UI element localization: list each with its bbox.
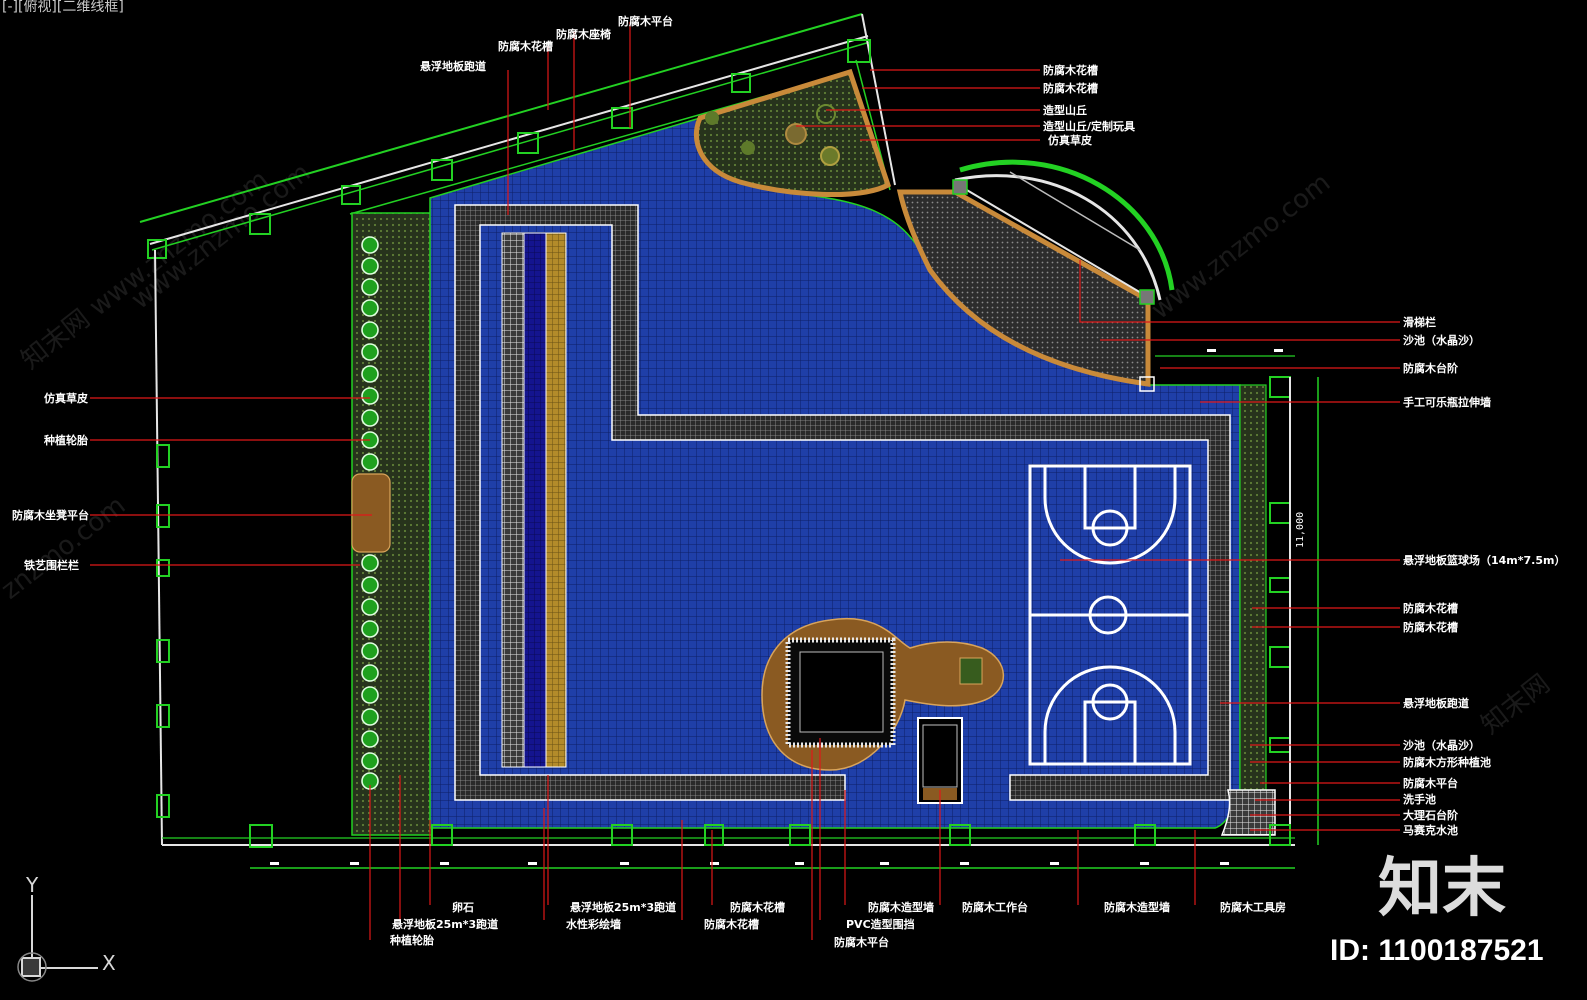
annotation-label: 防腐木工具房	[1220, 900, 1286, 914]
sand-pit-area	[896, 159, 1175, 392]
left-boundary-wall	[154, 249, 1295, 846]
watermark: 知末网 www.znzmo.com	[16, 165, 274, 376]
bottom-dimension-line	[250, 862, 1295, 869]
annotation-label: 防腐木花槽	[730, 900, 785, 914]
viewport-label[interactable]: [-][俯视][二维线框]	[2, 0, 124, 15]
planting-strip	[351, 212, 433, 836]
annotation-label: 防腐木平台	[618, 14, 673, 28]
wood-bench-platform	[351, 473, 391, 553]
annotation-label: 沙池（水晶沙）	[1403, 738, 1480, 752]
basketball-court	[1028, 464, 1192, 766]
annotation-labels: 悬浮地板跑道 防腐木花槽 防腐木座椅 防腐木平台 防腐木花槽 防腐木花槽 造型山…	[12, 14, 1565, 949]
annotation-label: 悬浮地板25m*3跑道	[569, 900, 676, 914]
right-dimension-line: 11,000	[1155, 349, 1319, 845]
annotation-label: 防腐木台阶	[1403, 361, 1459, 375]
annotation-label: 造型山丘	[1043, 103, 1087, 117]
annotation-label: 防腐木造型墙	[868, 900, 934, 914]
annotation-label: 防腐木造型墙	[1104, 900, 1170, 914]
bottom-wall-posts	[249, 824, 1291, 848]
ucs-x-label: X	[102, 951, 116, 975]
watermark: www.znzmo.com	[1146, 168, 1336, 326]
annotation-label: 造型山丘/定制玩具	[1043, 119, 1135, 133]
annotation-label: 防腐木平台	[834, 935, 889, 949]
ucs-y-label: Y	[25, 873, 39, 897]
watermark: 知末网	[1476, 669, 1556, 741]
leader-lines	[90, 22, 1400, 940]
annotation-label: 防腐木花槽	[1043, 81, 1098, 95]
annotation-label: 手工可乐瓶拉伸墙	[1403, 395, 1491, 409]
ucs-axis-icon[interactable]: Y X	[17, 873, 116, 982]
annotation-label: 悬浮地板篮球场（14m*7.5m）	[1402, 553, 1565, 567]
top-wall-posts	[147, 39, 871, 259]
annotation-label: 洗手池	[1403, 792, 1436, 806]
annotation-label: 防腐木方形种植池	[1403, 755, 1491, 769]
annotation-label: 大理石台阶	[1403, 808, 1459, 822]
annotation-label: 悬浮地板25m*3跑道	[391, 917, 498, 931]
annotation-label: 防腐木花槽	[1403, 601, 1458, 615]
annotation-label: 防腐木花槽	[1043, 63, 1098, 77]
annotation-label: 水性彩绘墙	[566, 917, 621, 931]
annotation-label: 防腐木花槽	[1403, 620, 1458, 634]
annotation-label: PVC造型围挡	[846, 917, 915, 931]
annotation-label: 马赛克水池	[1403, 823, 1458, 837]
right-planter-column	[1220, 376, 1291, 845]
watermark: www.znzmo.com	[126, 158, 316, 316]
dimension-value: 11,000	[1295, 512, 1306, 548]
annotation-label: 防腐木工作台	[962, 900, 1028, 914]
annotation-label: 种植轮胎	[389, 933, 434, 947]
annotation-label: 防腐木花槽	[704, 917, 759, 931]
annotation-label: 悬浮地板跑道	[1402, 696, 1469, 710]
central-wood-platform	[761, 617, 1005, 804]
annotation-label: 卵石	[452, 900, 474, 914]
annotation-label: 防腐木座椅	[556, 27, 611, 41]
brand-logo: 知末 ID: 1100187521	[1330, 852, 1544, 967]
annotation-label: 铁艺围栏栏	[24, 558, 79, 572]
image-id-label: ID: 1100187521	[1330, 934, 1544, 967]
running-track	[454, 204, 1231, 801]
annotation-label: 种植轮胎	[43, 433, 88, 447]
watermark: znzmo.com	[0, 491, 131, 606]
annotation-label: 防腐木平台	[1403, 776, 1458, 790]
annotation-label: 仿真草皮	[1048, 133, 1092, 147]
tire-planter-row	[361, 236, 379, 790]
annotation-label: 防腐木花槽	[498, 39, 553, 53]
annotation-label: 仿真草皮	[44, 391, 88, 405]
annotation-label: 沙池（水晶沙）	[1403, 333, 1480, 347]
annotation-label: 防腐木坐凳平台	[12, 508, 89, 522]
lane-strip	[501, 232, 567, 768]
annotation-label: 悬浮地板跑道	[419, 59, 486, 73]
top-boundary-wall	[139, 13, 896, 251]
annotation-label: 滑梯栏	[1403, 315, 1436, 329]
hill-planting-area	[693, 68, 892, 198]
brand-logo-text: 知末	[1378, 852, 1506, 926]
